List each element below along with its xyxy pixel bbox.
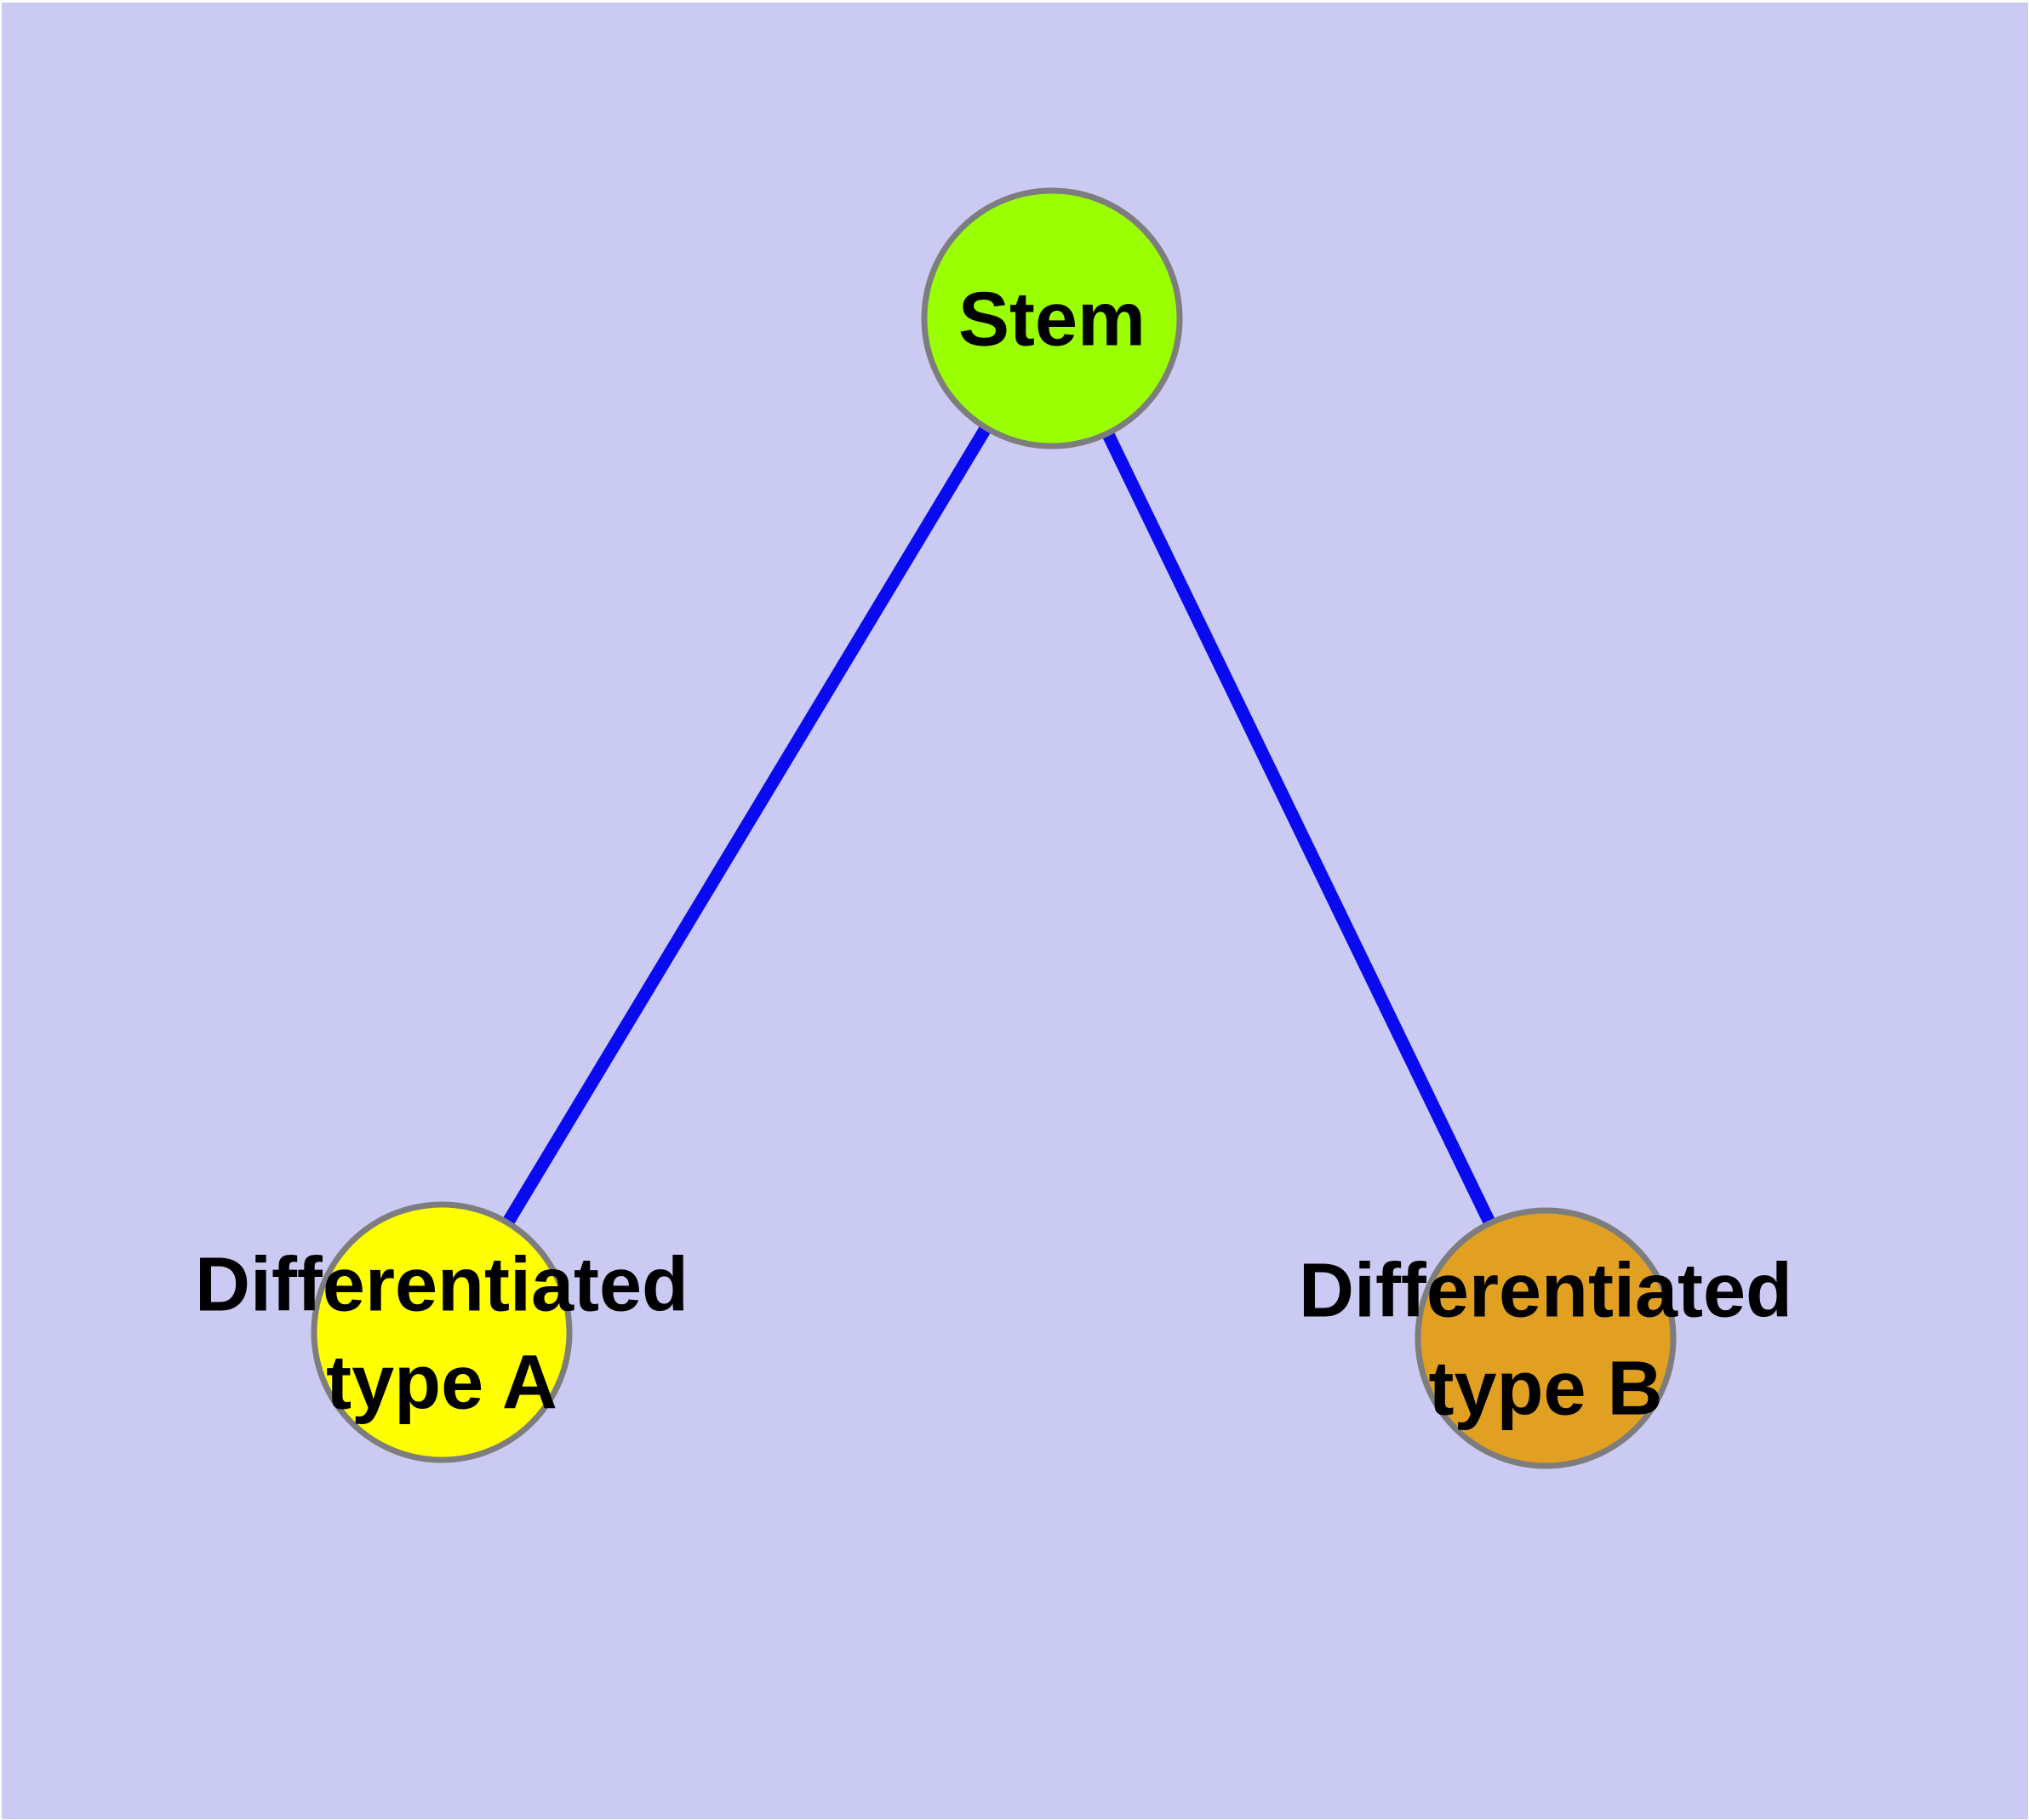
- node-type-a-label-line2: type A: [326, 1341, 557, 1426]
- node-stem: [921, 187, 1183, 449]
- node-type-b-label-line2: type B: [1428, 1347, 1662, 1432]
- node-type-b-label-line1: Differentiated: [1299, 1249, 1792, 1334]
- node-type-a: [311, 1201, 573, 1463]
- edge-stem-to-type-a: [436, 315, 1058, 1336]
- node-stem-label: Stem: [958, 278, 1146, 363]
- edge-stem-to-type-b: [1046, 315, 1552, 1342]
- node-type-b: [1415, 1207, 1677, 1469]
- node-type-a-label-line1: Differentiated: [195, 1243, 689, 1328]
